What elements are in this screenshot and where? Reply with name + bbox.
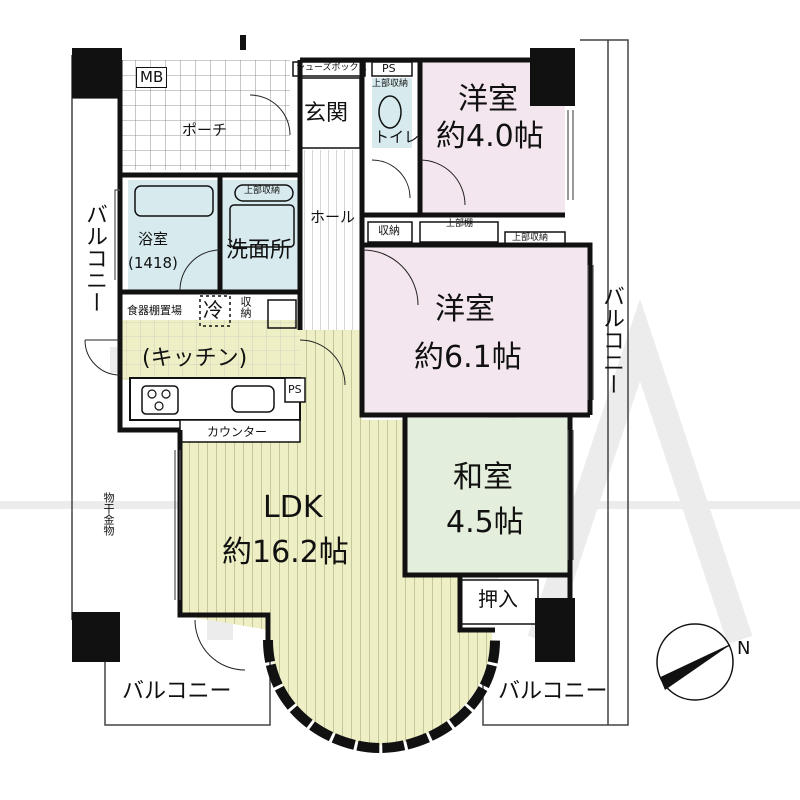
room-western1-size: 約4.0帖 <box>436 119 544 154</box>
room-ldk-name: LDK <box>263 490 323 525</box>
bay-window <box>263 639 500 754</box>
columns <box>72 35 575 662</box>
ps-kitchen-label: PS <box>288 383 302 396</box>
room-bath-name: 浴室 <box>138 230 169 248</box>
counter-label: カウンター <box>207 425 268 439</box>
mb-label: MB <box>136 67 168 88</box>
storage-hall-label: 収納 <box>378 224 400 237</box>
room-western2-name: 洋室 <box>435 292 495 327</box>
drying-rack-label: 物干金物 <box>102 492 115 536</box>
room-bath-size: (1418) <box>128 254 178 272</box>
upper-storage-right-label: 上部収納 <box>512 233 549 243</box>
room-japanese-name: 和室 <box>453 460 513 495</box>
room-kitchen: (キッチン) <box>142 346 248 371</box>
room-japanese-size: 4.5帖 <box>446 505 524 540</box>
upper-storage-toilet-label: 上部収納 <box>372 79 409 89</box>
room-western2-size: 約6.1帖 <box>414 340 522 375</box>
kitchen-counter <box>129 377 306 443</box>
room-ldk-size: 約16.2帖 <box>222 535 349 570</box>
fridge-label: 冷 <box>203 298 223 322</box>
room-hall: ホール <box>310 208 356 226</box>
balcony-bottom-right: バルコニー <box>498 679 608 704</box>
room-porch: ポーチ <box>182 121 228 139</box>
room-toilet: トイレ <box>374 128 420 146</box>
upper-shelf-label: 上部棚 <box>446 219 474 229</box>
room-fills <box>120 60 590 745</box>
windows <box>114 110 594 600</box>
door-swings <box>84 94 466 671</box>
balcony-bottom-left: バルコニー <box>122 679 232 704</box>
balcony-left: バルコニー <box>82 203 107 313</box>
dish-shelf-label: 食器棚置場 <box>127 304 182 317</box>
room-western1-name: 洋室 <box>458 82 518 117</box>
closet-label: 押入 <box>478 587 518 611</box>
ps-top-label: PS <box>382 62 396 75</box>
storage-kitchen-label: 収納 <box>239 296 252 318</box>
compass-north-label: N <box>737 638 751 659</box>
room-washroom: 洗面所 <box>226 238 293 263</box>
shoebox-label: シューズボックス <box>296 63 368 73</box>
room-entrance: 玄関 <box>304 101 349 126</box>
upper-storage-wash-label: 上部収納 <box>244 186 281 196</box>
compass-icon <box>656 623 734 701</box>
balcony-right: バルコニー <box>599 285 624 395</box>
